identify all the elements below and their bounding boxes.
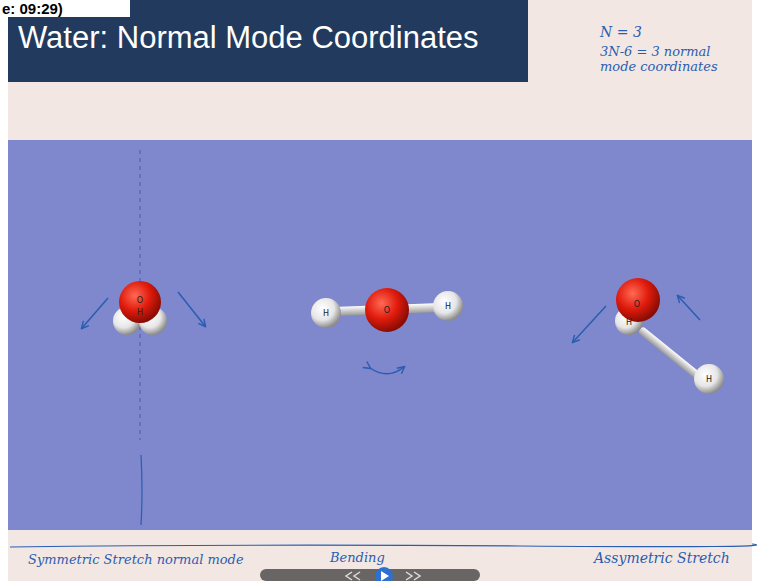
slide-title: Water: Normal Mode Coordinates (18, 20, 479, 56)
hydrogen-atom (311, 298, 341, 328)
content-panel (8, 140, 752, 530)
oxygen-atom (119, 281, 161, 323)
atom-label: H (137, 308, 143, 317)
atom-label: O (634, 300, 640, 309)
player-bar (260, 569, 480, 581)
mode-caption: Bending (330, 550, 385, 565)
motion-arrow (678, 296, 700, 320)
play-icon (381, 571, 389, 581)
atom-label: H (445, 302, 451, 311)
axis-stroke (141, 455, 142, 525)
hydrogen-atom (433, 291, 463, 321)
slide-ground (8, 0, 752, 581)
forward-icon (406, 572, 420, 580)
motion-arrow (82, 298, 108, 328)
oxygen-atom (616, 278, 660, 322)
bend-arrow (370, 367, 404, 374)
stamp-ground (0, 0, 130, 17)
mode-caption: Symmetric Stretch normal mode (28, 552, 244, 567)
atom-label: O (384, 306, 390, 315)
atom-label: H (706, 375, 712, 384)
handwritten-note: 3N-6 = 3 normal mode coordinates (600, 44, 730, 74)
motion-arrow (178, 292, 205, 326)
atom-label: O (137, 296, 143, 305)
hydrogen-atom (694, 364, 724, 394)
time-stamp: e: 09:29) (2, 0, 63, 17)
bond (637, 326, 704, 383)
underline-stroke (10, 544, 757, 547)
atom-label: H (626, 318, 632, 327)
atom-label: H (323, 309, 329, 318)
handwritten-note: N = 3 (600, 24, 642, 40)
rewind-icon (346, 572, 360, 580)
play-button (375, 567, 393, 581)
motion-arrow (573, 306, 606, 342)
oxygen-atom (365, 288, 409, 332)
mode-caption: Assymetric Stretch (594, 550, 730, 566)
